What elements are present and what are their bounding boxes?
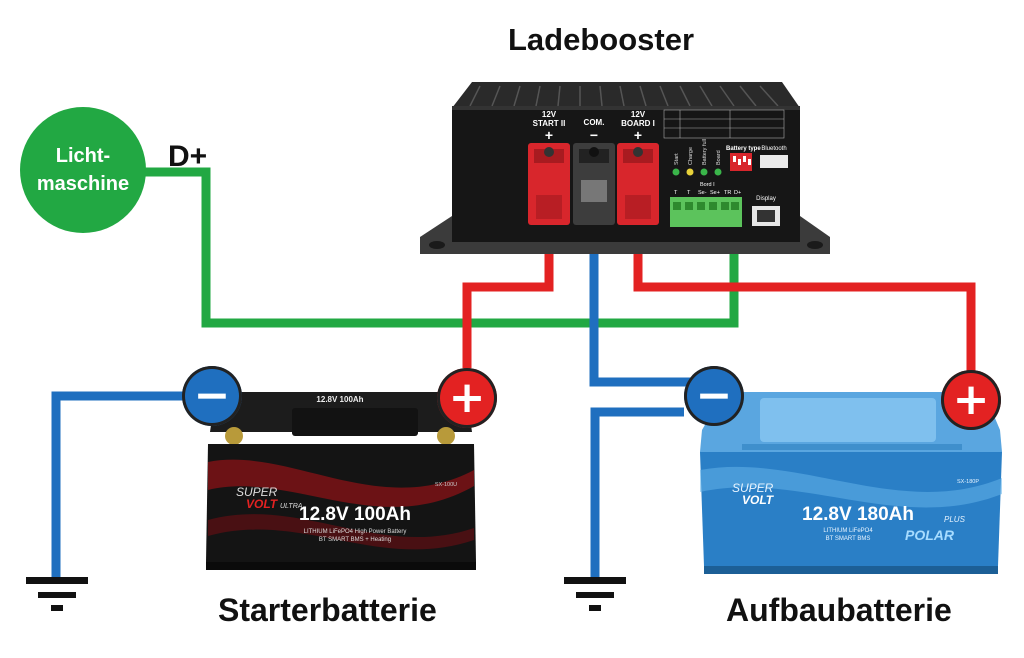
- house-desc2: BT SMART BMS: [826, 536, 871, 542]
- svg-text:T: T: [687, 190, 691, 196]
- house-series-sup: PLUS: [944, 515, 966, 524]
- display-label: Display: [756, 196, 776, 202]
- board-positive-wire: [633, 222, 976, 372]
- led-board-label: Board: [716, 150, 722, 165]
- bluetooth-label: Bluetooth: [761, 146, 786, 152]
- house-ground-wire: [590, 407, 684, 578]
- led-charge-label: Charge: [688, 147, 694, 165]
- svg-text:TR: TR: [724, 190, 731, 196]
- connector-pin-labels: T T Se- Se+ TR D+: [674, 190, 741, 196]
- connector-header: Bord I: [700, 182, 715, 188]
- house-battery-label: Aufbaubatterie: [726, 592, 952, 628]
- house-negative-terminal: −: [684, 366, 744, 426]
- port-board-name: BOARD I: [621, 119, 655, 128]
- starter-positive-terminal: +: [437, 368, 497, 428]
- starter-battery-label: Starterbatterie: [218, 592, 437, 628]
- house-spec: 12.8V 180Ah: [802, 504, 914, 525]
- alternator: Licht- maschine: [20, 107, 146, 233]
- bluetooth-port: [760, 155, 788, 168]
- wires: [51, 167, 976, 578]
- status-leds: Start Charge Battery full Board: [672, 139, 722, 176]
- start-connector: [528, 143, 570, 225]
- house-model: SX-180P: [957, 479, 979, 485]
- starter-model: SX-100U: [435, 482, 457, 488]
- house-series: POLAR: [905, 527, 955, 543]
- port-com-minus: −: [590, 127, 598, 143]
- info-table: [663, 109, 785, 139]
- starter-brand2: VOLT: [246, 497, 279, 511]
- starter-negative-terminal: −: [182, 366, 242, 426]
- starter-battery: 12.8V 100Ah SUPER VOLT ULTRA 12.8V 100Ah…: [206, 392, 476, 570]
- led-battery-full-label: Battery full: [702, 139, 708, 165]
- charge-booster-device: 12V START II + COM. − 12V BOARD I +: [420, 82, 830, 254]
- svg-text:Se+: Se+: [710, 190, 720, 196]
- starter-desc2: BT SMART BMS + Heating: [319, 537, 391, 543]
- starter-desc1: LITHIUM LiFePO4 High Power Battery: [304, 529, 407, 535]
- house-battery: SUPER VOLT 12.8V 180Ah LITHIUM LiFePO4 B…: [700, 392, 1002, 574]
- start-positive-wire: [462, 222, 554, 368]
- starter-ground-wire: [51, 391, 185, 577]
- starter-brand: SUPER: [236, 485, 278, 499]
- starter-series: ULTRA: [280, 503, 303, 510]
- terminal-block: [670, 197, 742, 227]
- dplus-label: D+: [168, 140, 208, 173]
- house-desc1: LITHIUM LiFePO4: [823, 528, 873, 534]
- ground-symbol-right: [564, 577, 626, 611]
- starter-top-spec: 12.8V 100Ah: [316, 395, 363, 404]
- port-start-voltage: 12V: [542, 110, 557, 119]
- house-brand: SUPER: [732, 481, 774, 495]
- com-negative-wire: [589, 200, 690, 387]
- page-title: Ladebooster: [508, 22, 695, 57]
- led-start-label: Start: [674, 153, 680, 165]
- svg-text:T: T: [674, 190, 678, 196]
- port-start-name: START II: [533, 119, 566, 128]
- board-connector: [617, 143, 659, 225]
- port-start-plus: +: [545, 127, 553, 143]
- alternator-label-line2: maschine: [36, 173, 130, 195]
- com-connector: [573, 143, 615, 225]
- port-board-plus: +: [634, 127, 642, 143]
- port-com-label: COM.: [584, 118, 605, 127]
- ground-symbol-left: [26, 577, 88, 611]
- svg-text:Se-: Se-: [698, 190, 707, 196]
- house-brand2: VOLT: [742, 493, 775, 507]
- house-positive-terminal: +: [941, 370, 1001, 430]
- starter-spec: 12.8V 100Ah: [299, 504, 411, 525]
- port-board-voltage: 12V: [631, 110, 646, 119]
- battery-type-label: Battery type: [726, 146, 761, 152]
- svg-text:D+: D+: [734, 190, 741, 196]
- alternator-label-line1: Licht-: [55, 145, 111, 167]
